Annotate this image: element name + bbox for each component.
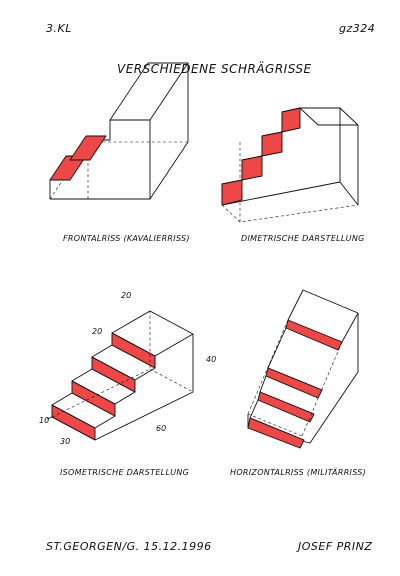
caption-dimetrisch: DIMETRISCHE DARSTELLUNG (241, 234, 365, 243)
riser-face (69, 135, 107, 161)
dimension-label: 40 (206, 355, 216, 364)
dimension-label: 30 (60, 437, 70, 446)
riser-face (281, 107, 301, 133)
caption-militaerriss: HORIZONTALRISS (MILITÄRRISS) (230, 468, 367, 477)
place-date: ST.GEORGEN/G. 15.12.1996 (46, 540, 212, 553)
riser-face (51, 404, 96, 441)
riser-face (265, 367, 323, 399)
riser-face (261, 131, 283, 157)
dimension-label: 20 (121, 291, 131, 300)
figure-frontalriss (49, 62, 189, 200)
riser-face (257, 391, 315, 423)
figure-dimetrisch (221, 107, 359, 223)
figure-militaerriss (247, 289, 359, 449)
caption-frontalriss: FRONTALRISS (KAVALIERRISS) (63, 234, 190, 243)
dimension-label: 20 (92, 327, 102, 336)
riser-face (71, 380, 116, 417)
riser-face (285, 319, 343, 351)
riser-face (241, 155, 263, 181)
sheet-code: gz324 (339, 22, 376, 35)
figure-isometrisch: 20 20 40 10 30 60 (39, 291, 216, 446)
page-title: VERSCHIEDENE SCHRÄGRISSE (117, 62, 312, 76)
dimension-label: 60 (156, 424, 166, 433)
author-name: JOSEF PRINZ (298, 540, 373, 553)
riser-face (111, 332, 156, 369)
caption-isometrisch: ISOMETRISCHE DARSTELLUNG (60, 468, 190, 477)
class-label: 3.KL (46, 22, 72, 35)
riser-face (247, 417, 305, 449)
dimension-label: 10 (39, 416, 49, 425)
riser-face (221, 179, 243, 206)
